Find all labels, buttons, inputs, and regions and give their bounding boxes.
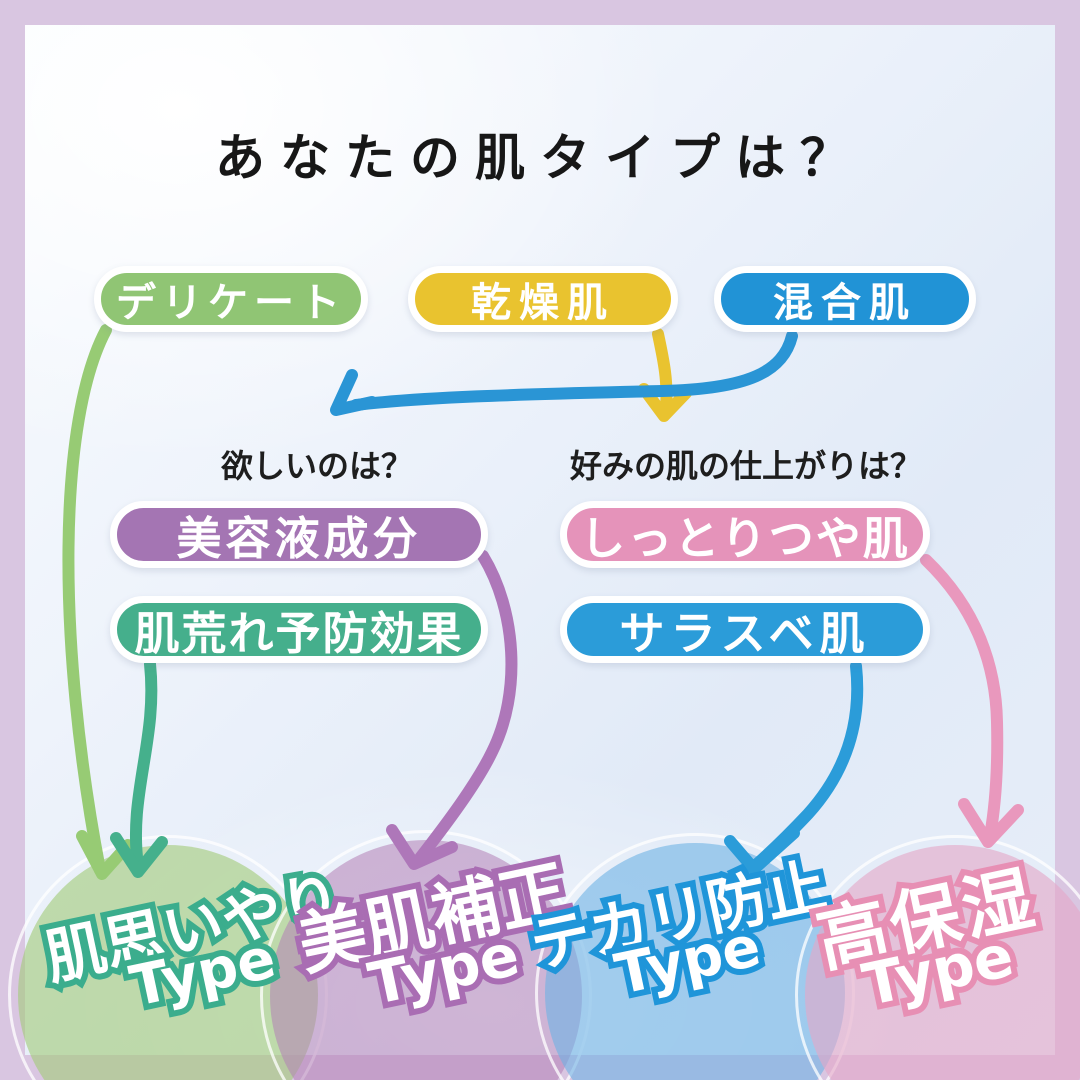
- arrow-serum: [386, 550, 518, 870]
- pill-delicate: デリケート: [94, 266, 368, 332]
- pill-silky-smooth-skin-label: サラスベ肌: [619, 607, 871, 660]
- question-what-you-want: 欲しいのは？: [221, 447, 414, 485]
- arrow-combination: [330, 330, 798, 416]
- result-circle-skin-correct: [260, 830, 592, 1080]
- pill-roughness-prevention-label: 肌荒れ予防効果: [134, 607, 464, 660]
- pill-dry-skin-label: 乾燥肌: [471, 280, 615, 326]
- pill-combination-skin: 混合肌: [714, 266, 976, 332]
- arrow-dry: [638, 328, 692, 422]
- pill-dewy-glow-skin-label: しっとりつや肌: [580, 512, 910, 565]
- pill-delicate-label: デリケート: [116, 280, 346, 326]
- result-circle-high-moisture: [795, 835, 1080, 1080]
- page-title: あなたの肌タイプは？: [215, 129, 865, 187]
- pill-combination-skin-label: 混合肌: [773, 280, 917, 326]
- question-preferred-finish: 好みの肌の仕上がりは？: [570, 447, 923, 485]
- arrow-moist: [920, 554, 1024, 848]
- arrow-delicate: [62, 324, 134, 880]
- pill-dewy-glow-skin: しっとりつや肌: [560, 501, 930, 568]
- arrow-smooth: [724, 660, 864, 875]
- pill-silky-smooth-skin: サラスベ肌: [560, 596, 930, 663]
- result-circle-shine-control: [535, 833, 855, 1080]
- pill-dry-skin: 乾燥肌: [408, 266, 678, 332]
- arrow-prevent: [110, 658, 168, 878]
- pill-serum-ingredients: 美容液成分: [110, 501, 488, 568]
- pill-serum-ingredients-label: 美容液成分: [176, 512, 422, 565]
- pill-roughness-prevention: 肌荒れ予防効果: [110, 596, 488, 663]
